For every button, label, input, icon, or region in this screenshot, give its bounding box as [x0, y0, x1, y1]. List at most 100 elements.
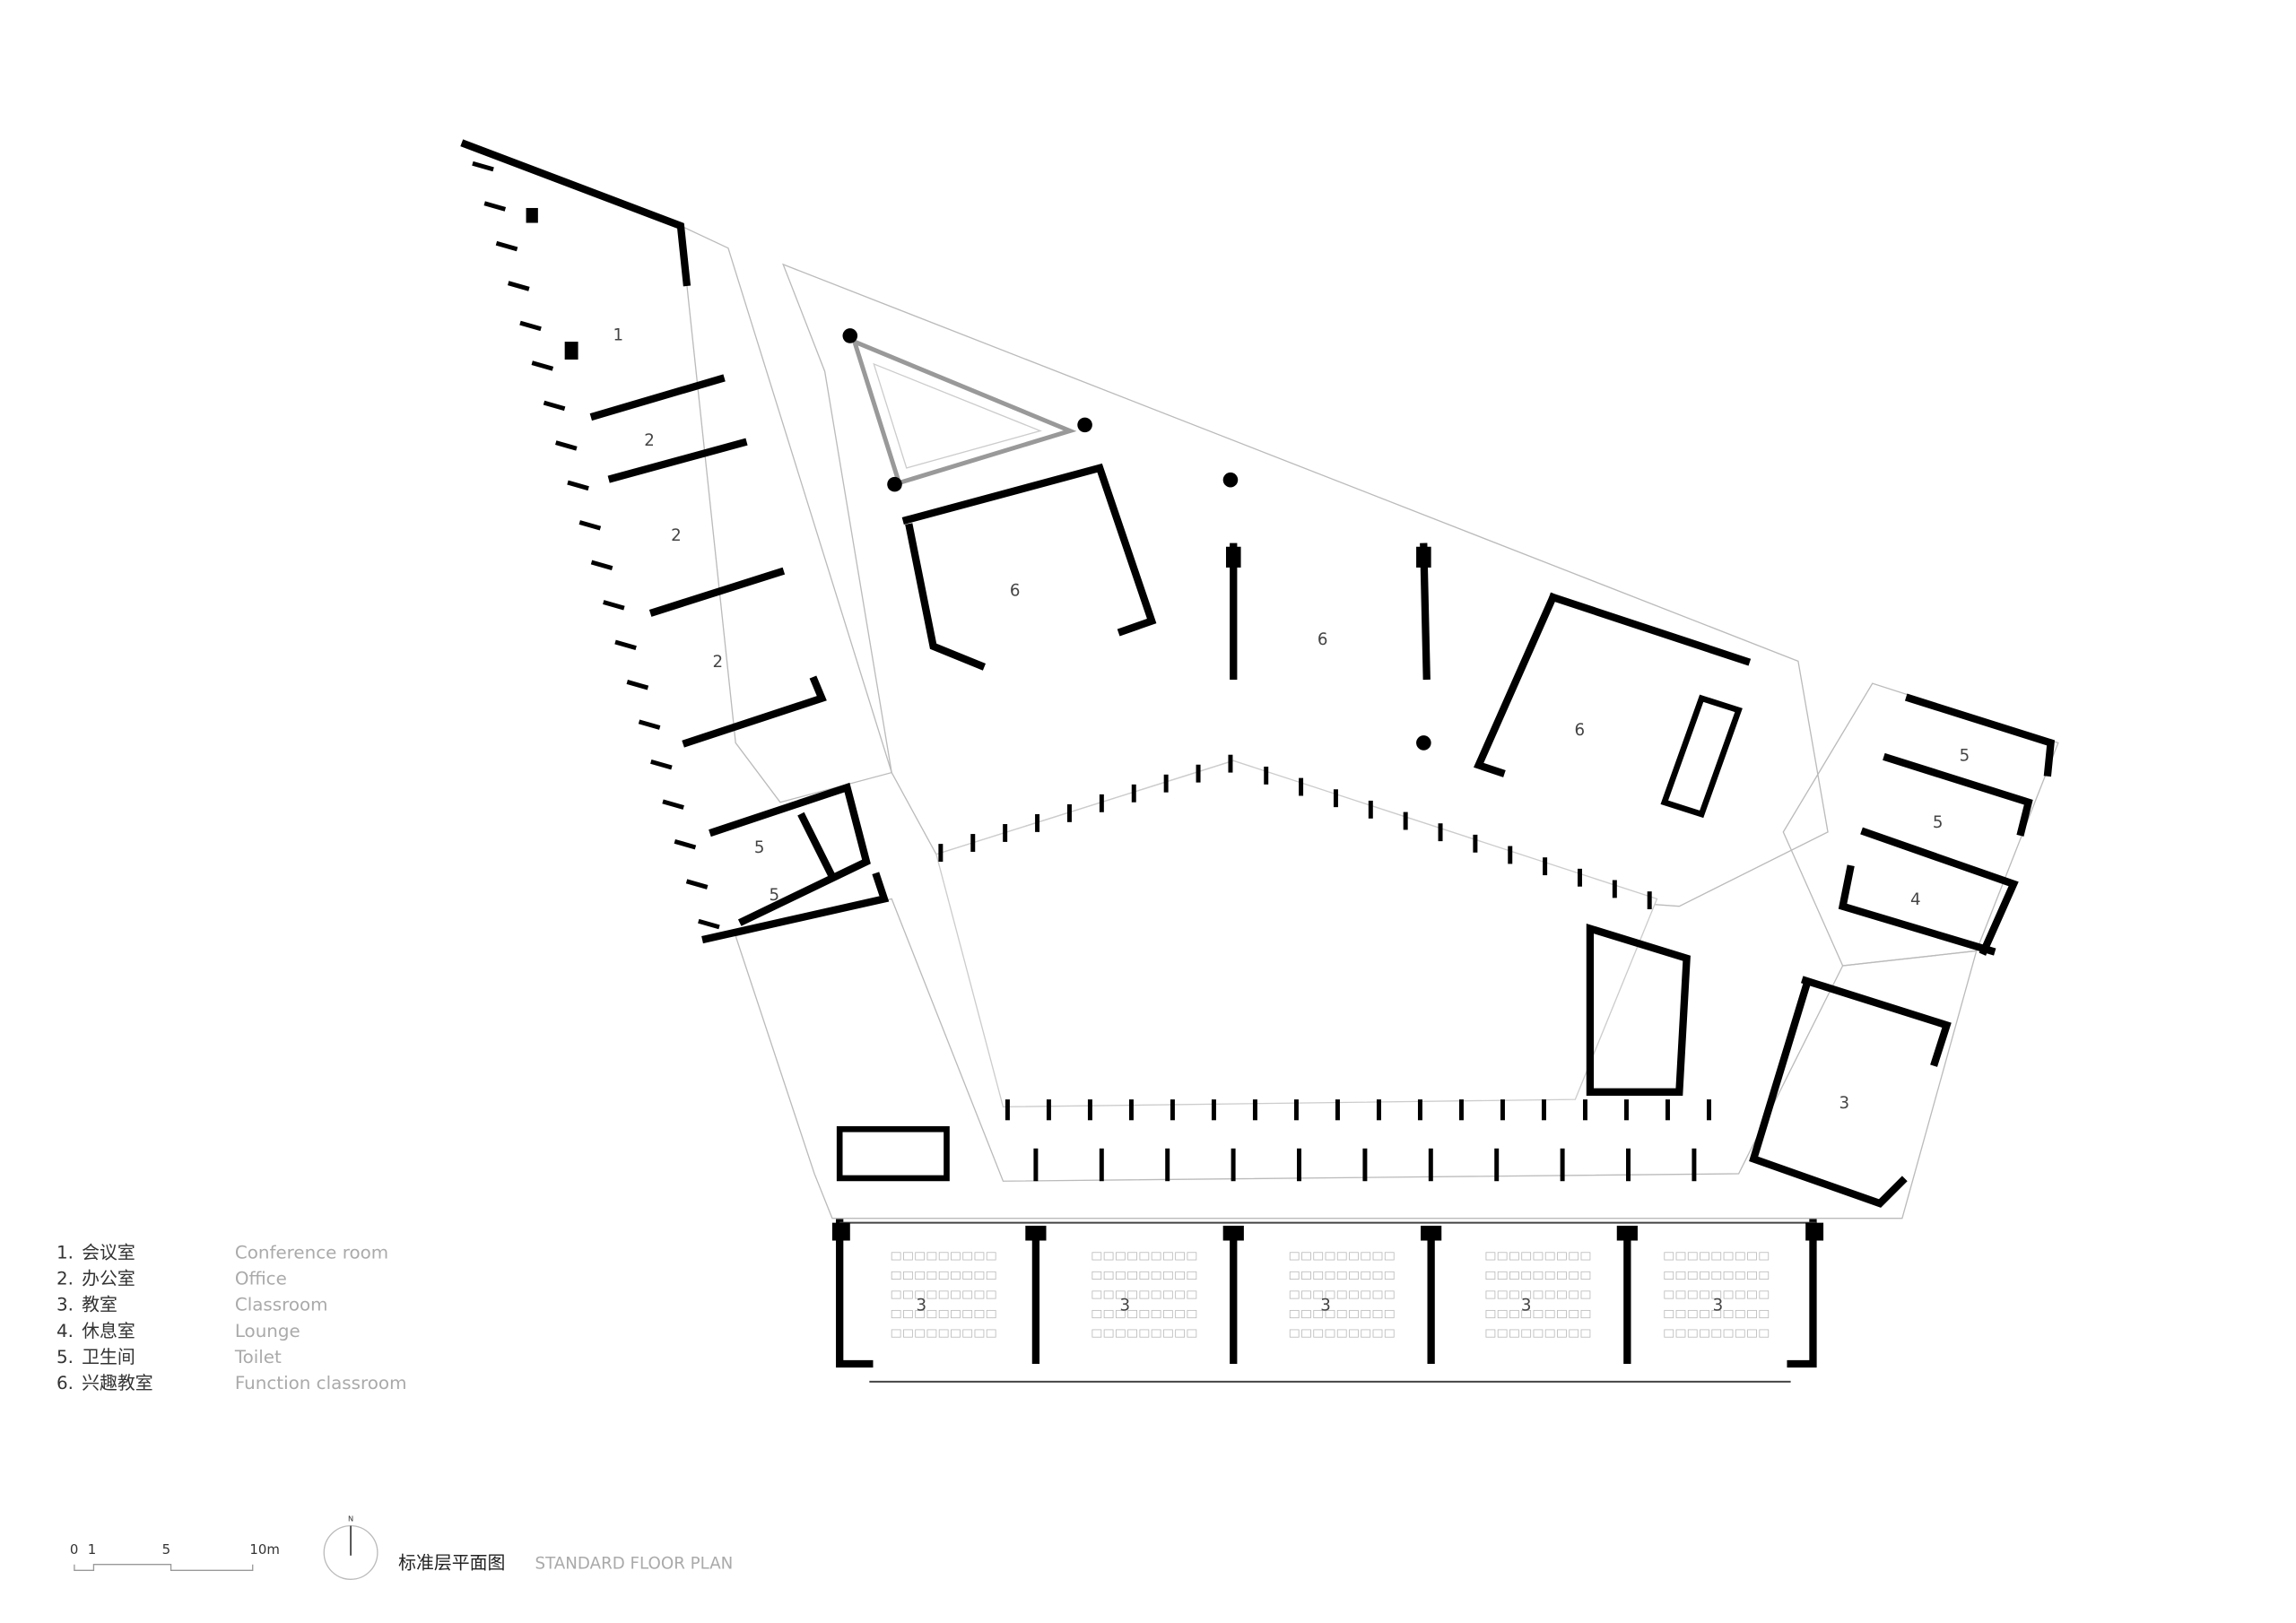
desk [915, 1329, 926, 1338]
desk [1151, 1290, 1161, 1299]
desk [986, 1290, 996, 1299]
legend-number: 1. [57, 1242, 74, 1263]
room-label: 2 [713, 653, 724, 672]
desk [1533, 1252, 1544, 1261]
window-mullion [626, 680, 649, 690]
desk [1759, 1329, 1770, 1338]
desks [891, 1252, 1770, 1338]
scale-bar: 0 1 5 10m [70, 1541, 280, 1572]
legend-label-zh: 卫生间 [82, 1347, 135, 1367]
desk [1313, 1309, 1324, 1319]
desk [891, 1309, 901, 1319]
window-mullion [543, 400, 566, 412]
desk [1675, 1290, 1686, 1299]
desk [986, 1329, 996, 1338]
desk [1175, 1309, 1186, 1319]
room-label: 6 [1010, 581, 1021, 600]
desk [1759, 1309, 1770, 1319]
desk [1485, 1252, 1496, 1261]
desk [974, 1329, 985, 1338]
desk [1103, 1290, 1114, 1299]
desk [1372, 1329, 1383, 1338]
window-mullion [578, 520, 602, 531]
desk [1372, 1252, 1383, 1261]
desk [1735, 1252, 1745, 1261]
room-label: 3 [1713, 1296, 1724, 1315]
desk [1521, 1271, 1532, 1280]
legend-label-zh: 休息室 [82, 1321, 135, 1341]
desk [1700, 1252, 1709, 1261]
desk [1485, 1329, 1496, 1338]
desk [1127, 1290, 1137, 1299]
desk [1115, 1290, 1126, 1299]
desk [1313, 1329, 1324, 1338]
desk [1103, 1329, 1114, 1338]
desk [1162, 1329, 1173, 1338]
desk [1580, 1309, 1591, 1319]
column [1025, 1225, 1047, 1241]
north-label: N [348, 1515, 353, 1523]
desk [1747, 1329, 1757, 1338]
desk [1700, 1290, 1709, 1299]
desk [1187, 1309, 1197, 1319]
desk [951, 1329, 961, 1338]
desk [1336, 1252, 1347, 1261]
desk [1115, 1329, 1126, 1338]
desk [903, 1271, 913, 1280]
desk [1687, 1329, 1698, 1338]
desk [1544, 1290, 1555, 1299]
desk [1580, 1252, 1591, 1261]
desk [1313, 1252, 1324, 1261]
desk [1723, 1252, 1734, 1261]
legend-number: 6. [57, 1373, 74, 1393]
desk [1759, 1271, 1770, 1280]
desk [1175, 1252, 1186, 1261]
desk [1139, 1290, 1150, 1299]
plan-title-zh: 标准层平面图 [398, 1553, 505, 1574]
desk [1325, 1329, 1335, 1338]
desk [1139, 1309, 1150, 1319]
desk [1687, 1252, 1698, 1261]
desk [1325, 1252, 1335, 1261]
desk [926, 1309, 937, 1319]
desk [1289, 1252, 1300, 1261]
room-label: 3 [1521, 1296, 1532, 1315]
window-mullion [508, 281, 530, 291]
desk [1361, 1329, 1371, 1338]
desk [1151, 1271, 1161, 1280]
desk [1533, 1271, 1544, 1280]
desk [1700, 1309, 1709, 1319]
columns [472, 161, 1711, 1182]
desk [1497, 1252, 1508, 1261]
desk [915, 1252, 926, 1261]
desk [1115, 1252, 1126, 1261]
desk [1384, 1271, 1395, 1280]
desk [1325, 1290, 1335, 1299]
desk [1361, 1252, 1371, 1261]
window-mullion [567, 480, 589, 491]
desk [962, 1252, 973, 1261]
desk [1569, 1271, 1579, 1280]
desk [1336, 1309, 1347, 1319]
desk [1580, 1290, 1591, 1299]
desk [1187, 1252, 1197, 1261]
desk [1151, 1329, 1161, 1338]
legend-label-en: Conference room [235, 1242, 388, 1263]
desk [891, 1271, 901, 1280]
desk [1497, 1309, 1508, 1319]
room-label: 5 [754, 838, 765, 857]
window-mullion [555, 440, 578, 451]
desk [974, 1271, 985, 1280]
desk [1301, 1271, 1311, 1280]
room-label: 3 [1320, 1296, 1331, 1315]
desk [1372, 1309, 1383, 1319]
desk [951, 1252, 961, 1261]
desk [1162, 1271, 1173, 1280]
desk [938, 1309, 949, 1319]
room-label: 1 [613, 325, 624, 344]
desk [1485, 1271, 1496, 1280]
window-mullion [590, 560, 613, 571]
desk [1544, 1271, 1555, 1280]
desk [1557, 1329, 1567, 1338]
desk [1723, 1290, 1734, 1299]
